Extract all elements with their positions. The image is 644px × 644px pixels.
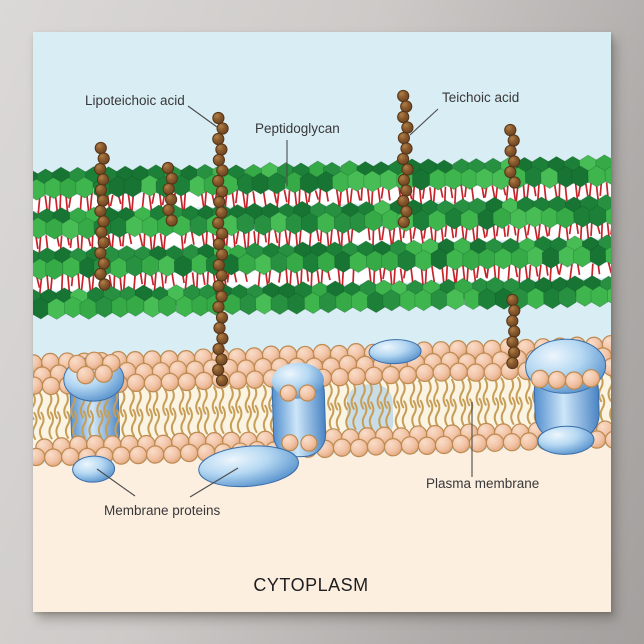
label-membrane-proteins: Membrane proteins <box>104 503 221 518</box>
label-lipoteichoic-acid: Lipoteichoic acid <box>85 93 185 108</box>
label-peptidoglycan: Peptidoglycan <box>255 121 340 136</box>
poster-canvas: Lipoteichoic acid Peptidoglycan Teichoic… <box>33 32 611 612</box>
bacterial-cell-wall-diagram <box>33 89 611 612</box>
label-cytoplasm: CYTOPLASM <box>253 575 369 595</box>
label-plasma-membrane: Plasma membrane <box>426 476 540 491</box>
label-teichoic-acid: Teichoic acid <box>442 90 520 105</box>
